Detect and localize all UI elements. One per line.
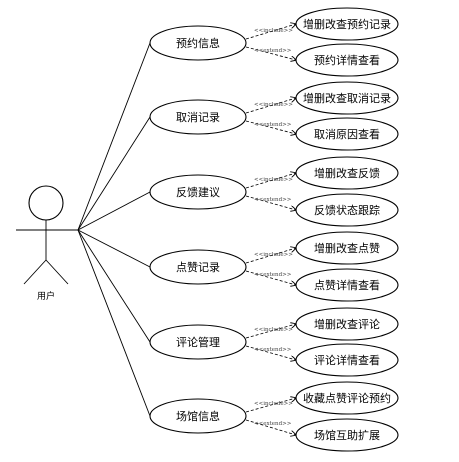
use-case-label: 评论管理	[176, 335, 220, 349]
extend-stereotype: <<extend>>	[254, 122, 292, 128]
extend-stereotype: <<extend>>	[254, 48, 292, 54]
use-case-group: 场馆信息 <<include>> <<extend>> 收藏点赞评论预约 场馆互…	[149, 381, 399, 452]
include-use-case-label: 增删改查预约记录	[303, 17, 391, 31]
association-line-3	[77, 191, 151, 231]
use-case-label: 取消记录	[176, 110, 220, 124]
extend-use-case-label: 点赞详情查看	[314, 278, 380, 292]
extend-use-case	[295, 343, 399, 377]
extend-relation	[245, 345, 296, 360]
extend-use-case-label: 评论详情查看	[314, 353, 380, 367]
use-case	[149, 99, 247, 135]
extend-use-case	[295, 418, 399, 452]
extend-stereotype: <<extend>>	[254, 272, 292, 278]
use-case	[149, 324, 247, 360]
association-line-6	[77, 229, 151, 417]
extend-use-case	[295, 43, 399, 77]
include-use-case-label: 收藏点赞评论预约	[303, 391, 391, 405]
association-line-2	[77, 116, 151, 231]
extend-use-case-label: 预约详情查看	[314, 53, 380, 67]
actor-user: 用户	[16, 185, 78, 302]
extend-relation	[245, 419, 296, 435]
extend-use-case-label: 取消原因查看	[314, 127, 380, 141]
actor-head	[28, 185, 64, 221]
association-line-4	[77, 229, 151, 268]
include-stereotype: <<include>>	[254, 102, 293, 108]
use-case-group: 反馈建议 <<include>> <<extend>> 增删改查反馈 反馈状态跟…	[149, 156, 399, 227]
include-use-case-label: 增删改查评论	[314, 317, 380, 331]
extend-stereotype: <<extend>>	[254, 347, 292, 353]
use-case-group: 预约信息 <<include>> <<extend>> 增删改查预约记录 预约详…	[149, 7, 399, 77]
include-use-case	[295, 307, 399, 341]
include-use-case	[295, 156, 399, 190]
extend-use-case-label: 反馈状态跟踪	[314, 203, 380, 217]
include-use-case	[295, 231, 399, 265]
actor-label: 用户	[37, 290, 55, 302]
include-use-case-label: 增删改查反馈	[314, 166, 380, 180]
association-line-5	[77, 229, 151, 343]
include-use-case	[295, 381, 399, 415]
associations	[77, 42, 151, 417]
use-case	[149, 174, 247, 210]
include-use-case-label: 增删改查点赞	[314, 241, 380, 255]
extend-use-case-label: 场馆互助扩展	[314, 428, 380, 442]
include-stereotype: <<include>>	[254, 28, 293, 34]
include-relation	[245, 324, 296, 339]
include-use-case-label: 增删改查取消记录	[303, 91, 391, 105]
extend-stereotype: <<extend>>	[254, 421, 292, 427]
use-case-label: 点赞记录	[176, 261, 220, 274]
include-relation	[245, 24, 296, 40]
include-stereotype: <<include>>	[254, 177, 293, 183]
actor-left-leg	[23, 259, 47, 285]
use-case-group: 点赞记录 <<include>> <<extend>> 增删改查点赞 点赞详情查…	[149, 231, 399, 302]
extend-relation	[245, 120, 296, 134]
use-case-label: 预约信息	[176, 36, 220, 50]
actor-right-leg	[45, 259, 69, 285]
extend-relation	[245, 270, 296, 285]
include-use-case	[295, 7, 399, 41]
include-stereotype: <<include>>	[254, 401, 293, 407]
extend-stereotype: <<extend>>	[254, 197, 292, 203]
include-relation	[245, 98, 296, 114]
extend-use-case	[295, 117, 399, 151]
extend-use-case	[295, 268, 399, 302]
include-stereotype: <<include>>	[254, 327, 293, 333]
include-use-case	[295, 81, 399, 115]
extend-relation	[245, 195, 296, 210]
include-stereotype: <<include>>	[254, 252, 293, 258]
use-case	[149, 249, 247, 285]
extend-relation	[245, 46, 296, 60]
extend-use-case	[295, 193, 399, 227]
use-case-label: 反馈建议	[176, 185, 220, 199]
use-case-label: 场馆信息	[176, 409, 220, 423]
use-case-group: 取消记录 <<include>> <<extend>> 增删改查取消记录 取消原…	[149, 81, 399, 151]
include-relation	[245, 248, 296, 264]
include-relation	[245, 173, 296, 189]
association-line-1	[77, 42, 151, 231]
use-case	[149, 25, 247, 61]
use-case	[149, 398, 247, 434]
include-relation	[245, 398, 296, 413]
use-case-group: 评论管理 <<include>> <<extend>> 增删改查评论 评论详情查…	[149, 307, 399, 377]
